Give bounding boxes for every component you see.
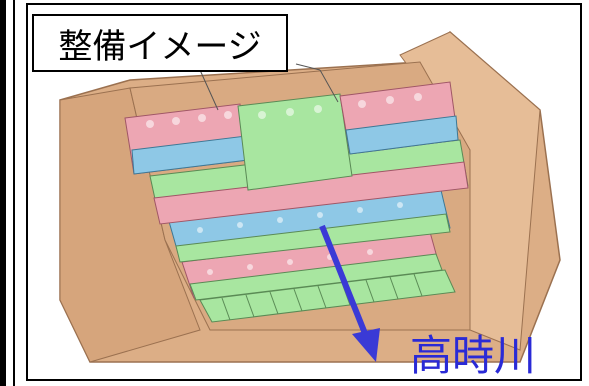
block-top-left [124,103,249,175]
title-label: 整備イメージ [58,26,262,67]
arrow-down-right-icon [319,224,380,362]
left-edge-bar [0,0,6,386]
river-label: 高時川 [410,331,537,380]
title-box: 整備イメージ [32,14,288,72]
left-edge-line [13,0,15,386]
block-top-right [339,81,459,155]
leader-lines [199,63,339,111]
block-top-middle [237,93,353,191]
block-texture [146,93,422,275]
